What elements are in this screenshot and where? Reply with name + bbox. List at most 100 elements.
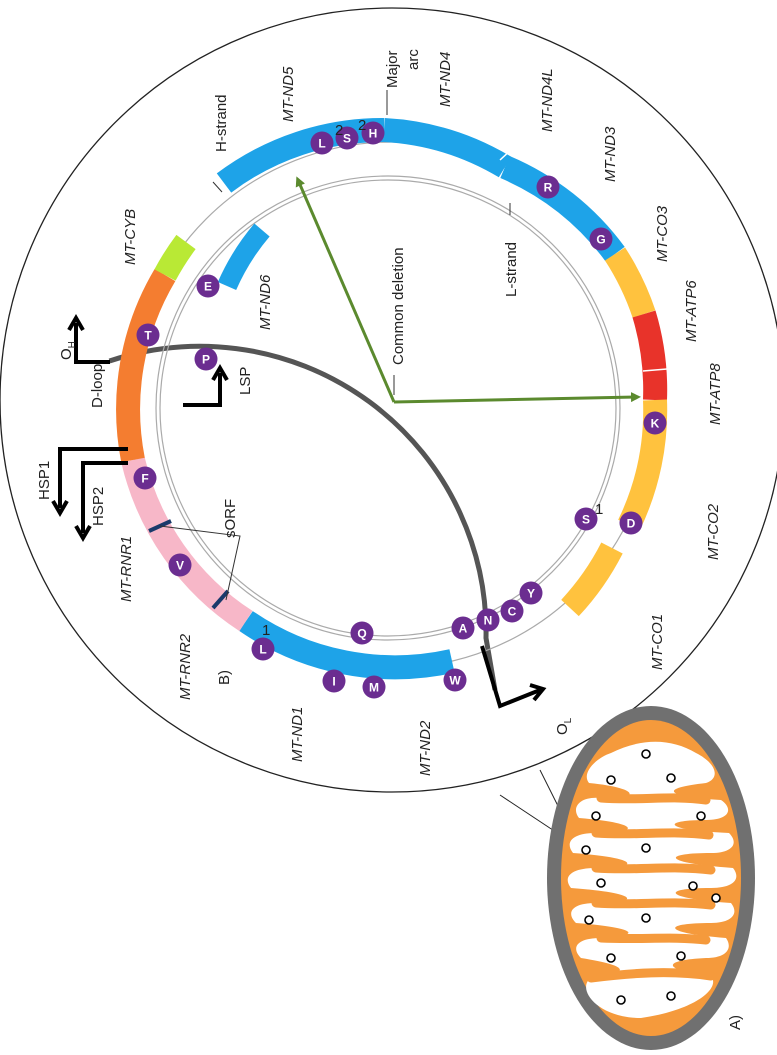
gene-label-nd6: MT-ND6 xyxy=(257,274,274,330)
mtdna-nucleoid xyxy=(666,991,676,1001)
l-strand-ring xyxy=(155,175,621,641)
trna-l1: L xyxy=(251,637,275,661)
panel-b-label: B) xyxy=(216,670,233,685)
mtdna-nucleoid xyxy=(606,775,616,785)
trna-a-label: A xyxy=(459,622,468,636)
mtdna-nucleoid xyxy=(616,995,626,1005)
major-arc-outline xyxy=(108,343,498,691)
mtdna-nucleoid xyxy=(596,878,606,888)
trna-l2: L xyxy=(310,131,334,155)
trna-f-label: F xyxy=(141,472,148,486)
d-loop-label: D-loop xyxy=(89,364,106,408)
trna-p-label: P xyxy=(202,353,210,367)
gene-segment-nd4 xyxy=(383,118,512,178)
trna-h-label: H xyxy=(369,127,378,141)
trna-p: P xyxy=(194,347,218,371)
mtdna-nucleoid xyxy=(584,915,594,925)
mtdna-nucleoid xyxy=(641,913,651,923)
trna-w-label: W xyxy=(449,674,461,688)
trna-e: E xyxy=(196,274,220,298)
lsp-label: LSP xyxy=(237,367,254,395)
mito-crista xyxy=(586,968,716,983)
mtdna-nucleoid xyxy=(641,843,651,853)
gene-segment-dloop xyxy=(116,268,176,463)
gene-segment-nd6 xyxy=(217,223,270,291)
mitochondrion xyxy=(547,706,755,1050)
trna-g-label: G xyxy=(596,233,605,247)
mito-crista xyxy=(596,793,711,805)
gene-label-nd4: MT-ND4 xyxy=(437,52,454,107)
trna-s1: S xyxy=(574,507,598,531)
mtdna-nucleoid xyxy=(581,845,591,855)
gene-segment-cyb xyxy=(154,234,196,281)
trna-d-label: D xyxy=(627,517,636,531)
trna-v-label: V xyxy=(176,559,184,573)
trna-t: T xyxy=(136,323,160,347)
l-strand-label: L-strand xyxy=(503,242,520,297)
trna-d: D xyxy=(619,511,643,535)
trna-l2-label: L xyxy=(318,137,325,151)
oh-arrow xyxy=(67,314,110,364)
trna-s1-number: 1 xyxy=(595,501,603,518)
trna-m: M xyxy=(362,675,386,699)
gene-label-co2: MT-CO2 xyxy=(705,503,722,560)
gene-label-atp8: MT-ATP8 xyxy=(707,363,724,425)
gene-label-nd5: MT-ND5 xyxy=(280,66,297,122)
trna-c: C xyxy=(500,599,524,623)
h-strand-leader xyxy=(212,181,223,193)
oh-label: OH xyxy=(58,341,78,360)
panel-a-label: A) xyxy=(727,1015,744,1030)
trna-f: F xyxy=(133,466,157,490)
panel-b-boundary xyxy=(0,7,777,793)
sorf-mark xyxy=(211,589,230,610)
mtdna-nucleoid xyxy=(676,951,686,961)
trna-r-label: R xyxy=(544,181,553,195)
gene-label-co1: MT-CO1 xyxy=(649,614,666,670)
gene-label-rnr2: MT-RNR2 xyxy=(177,633,194,700)
mtdna-nucleoid xyxy=(696,811,706,821)
trna-t-label: T xyxy=(144,329,152,343)
mtdna-nucleoid xyxy=(641,749,651,759)
l-strand-ring xyxy=(159,179,617,637)
gene-label-nd1: MT-ND1 xyxy=(289,707,306,762)
trna-n-label: N xyxy=(484,614,493,628)
trna-w: W xyxy=(443,668,467,692)
major-arc-label-1: Major xyxy=(384,50,401,88)
common-deletion-label: Common deletion xyxy=(390,247,407,365)
atp6-atp8-boundary xyxy=(642,368,668,372)
trna-s2-number: 2 xyxy=(358,117,366,134)
trna-g: G xyxy=(589,227,613,251)
sorf-label: sORF xyxy=(222,499,239,538)
trna-s2-label: S xyxy=(343,132,351,146)
gene-label-cyb: MT-CYB xyxy=(122,209,139,265)
sorf-bracket xyxy=(159,525,241,601)
gene-label-atp6: MT-ATP6 xyxy=(683,280,700,342)
trna-s1-label: S xyxy=(582,513,590,527)
gene-label-rnr1: MT-RNR1 xyxy=(118,536,135,602)
common-deletion-arrow xyxy=(393,392,641,404)
trna-k-label: K xyxy=(651,417,660,431)
gene-segment-nd5 xyxy=(216,117,385,193)
trna-y: Y xyxy=(519,581,543,605)
mito-matrix xyxy=(567,741,737,1018)
mtdna-nucleoid xyxy=(666,773,676,783)
ol-arrow xyxy=(480,645,547,709)
trna-n: N xyxy=(476,608,500,632)
gene-segment-nd2-nd1 xyxy=(239,611,455,680)
gene-segment-co1 xyxy=(561,542,623,617)
trna-c-label: C xyxy=(508,605,517,619)
mtdna-nucleoid xyxy=(688,881,698,891)
trna-e-label: E xyxy=(204,280,212,294)
hsp2-arrow xyxy=(74,461,128,542)
hsp1-label: HSP1 xyxy=(36,461,53,500)
trna-y-label: Y xyxy=(527,587,535,601)
mito-crista xyxy=(591,863,716,875)
trna-m-label: M xyxy=(369,681,379,695)
mito-crista xyxy=(591,898,716,910)
trna-a: A xyxy=(451,616,475,640)
hsp1-arrow xyxy=(51,447,128,517)
trna-r: R xyxy=(536,175,560,199)
trna-l2-number: 2 xyxy=(335,122,343,139)
